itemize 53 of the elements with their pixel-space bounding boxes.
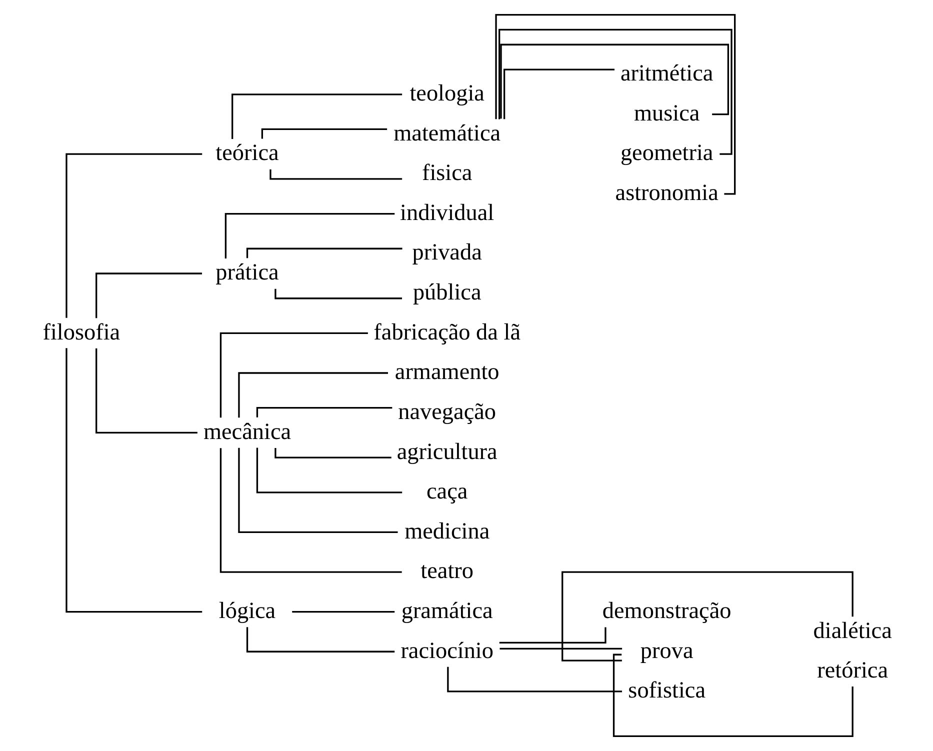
node-text: caça <box>426 478 468 505</box>
node-text: musica <box>633 100 700 126</box>
connector <box>256 407 392 418</box>
node-text: fabricação da lã <box>373 319 520 346</box>
connector <box>219 332 368 418</box>
node-text: teórica <box>215 140 278 166</box>
node-text: fisica <box>421 160 472 186</box>
connector <box>292 611 394 613</box>
connector <box>65 153 202 318</box>
connector <box>246 248 402 258</box>
node-text: retórica <box>816 658 888 684</box>
node-text: astronomia <box>614 180 718 206</box>
node-text: medicina <box>404 518 490 544</box>
connector <box>238 372 388 418</box>
connector <box>446 666 622 692</box>
connector <box>65 348 202 613</box>
connector <box>246 627 394 652</box>
node-text: navegação <box>398 398 496 425</box>
node-text: demonstração <box>602 598 731 624</box>
connector <box>274 448 391 458</box>
node-text: privada <box>412 240 482 266</box>
connector <box>502 68 614 120</box>
connector <box>95 348 197 434</box>
connector <box>224 212 394 258</box>
node-text: prova <box>640 638 693 664</box>
node-text: individual <box>400 200 494 226</box>
node-text: filosofia <box>42 319 120 346</box>
node-text: geometria <box>620 140 713 166</box>
node-text: sofistica <box>628 678 706 704</box>
connector <box>238 448 398 534</box>
node-text: agricultura <box>396 438 497 465</box>
node-text: teologia <box>409 80 484 107</box>
node-text: raciocínio <box>400 638 493 664</box>
node-text: mecânica <box>202 418 291 445</box>
connector <box>95 272 202 318</box>
connector <box>612 654 853 738</box>
node-text: teatro <box>420 558 474 584</box>
connector <box>498 627 606 644</box>
node-text: armamento <box>394 359 499 386</box>
node-text: gramática <box>400 598 492 624</box>
connector <box>499 648 622 650</box>
connector <box>500 44 729 119</box>
connector <box>561 571 853 662</box>
connector <box>256 448 402 494</box>
node-text: prática <box>215 260 278 286</box>
connector <box>219 448 402 573</box>
node-text: lógica <box>218 598 276 624</box>
node-text: aritmética <box>620 60 713 87</box>
node-text: dialética <box>812 618 892 644</box>
connector <box>498 28 732 155</box>
node-text: pública <box>412 280 481 306</box>
connector <box>231 94 402 140</box>
node-text: matemática <box>393 120 500 146</box>
